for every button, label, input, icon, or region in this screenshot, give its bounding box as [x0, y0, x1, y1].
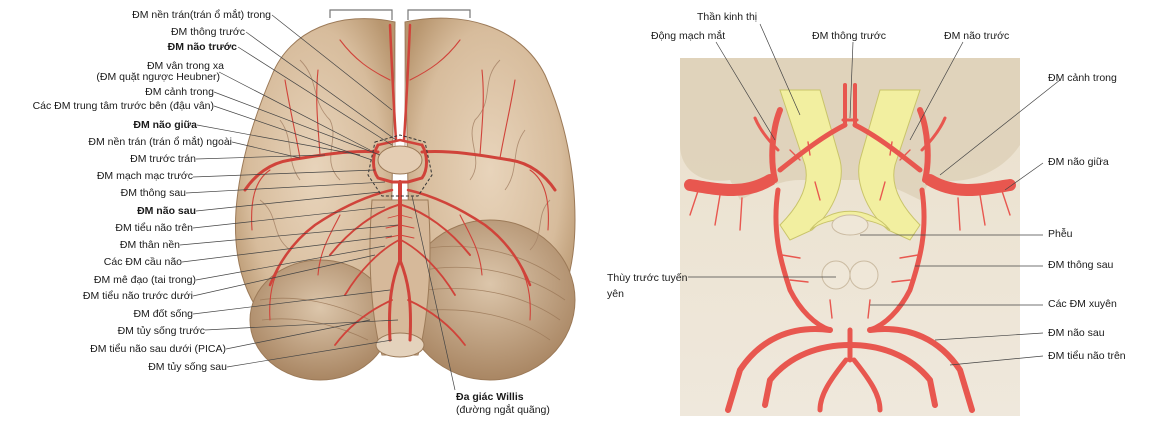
label-canh-trong: ĐM cảnh trong [145, 86, 214, 98]
label-than-kinh-thi: Thần kinh thị [697, 11, 757, 23]
label-thuy-truoc-1: Thùy trước tuyến [607, 272, 687, 284]
label-nen-tran-ngoai: ĐM nền trán (trán ổ mắt) ngoài [88, 136, 232, 148]
label-xuyen: Các ĐM xuyên [1048, 298, 1117, 310]
label-dot-song: ĐM đốt sống [133, 308, 193, 320]
label-nao-truoc: ĐM não trước [168, 41, 237, 53]
label-mach-mac-truoc: ĐM mạch mạc trước [97, 170, 193, 182]
optic-chiasm [378, 146, 422, 174]
label-heubner: (ĐM quặt ngược Heubner) [96, 71, 220, 83]
label-trung-tam-truoc-ben: Các ĐM trung tâm trước bên (đậu vân) [33, 100, 214, 112]
label-willis-sub: (đường ngắt quãng) [456, 404, 550, 416]
label-thuy-truoc-2: yên [607, 288, 624, 300]
label-dong-mach-mat: Động mạch mắt [651, 30, 725, 42]
label-r-thong-sau: ĐM thông sau [1048, 259, 1113, 271]
label-r-tieu-nao-tren: ĐM tiểu não trên [1048, 350, 1126, 362]
label-willis-title: Đa giác Willis [456, 391, 524, 403]
label-pheu: Phễu [1048, 228, 1073, 240]
label-tuy-song-truoc: ĐM tủy sống trước [118, 325, 205, 337]
label-r-canh-trong: ĐM cảnh trong [1048, 72, 1117, 84]
label-tieu-nao-tren: ĐM tiểu não trên [115, 222, 193, 234]
label-tuy-song-sau: ĐM tủy sống sau [148, 361, 227, 373]
label-thong-truoc: ĐM thông trước [171, 26, 245, 38]
label-nao-giua: ĐM não giữa [133, 119, 197, 131]
label-pica: ĐM tiểu não sau dưới (PICA) [90, 343, 226, 355]
label-cau-nao: Các ĐM cầu não [104, 256, 182, 268]
label-nen-tran-trong: ĐM nền trán(trán ổ mắt) trong [132, 9, 271, 21]
label-truoc-tran: ĐM trước trán [130, 153, 196, 165]
label-r-nao-sau: ĐM não sau [1048, 327, 1105, 339]
label-nao-sau: ĐM não sau [137, 205, 196, 217]
label-r-nao-giua: ĐM não giữa [1048, 156, 1109, 168]
label-than-nen: ĐM thân nền [120, 239, 180, 251]
label-r-thong-truoc: ĐM thông trước [812, 30, 886, 42]
label-r-nao-truoc: ĐM não trước [944, 30, 1009, 42]
label-me-dao: ĐM mê đạo (tai trong) [94, 274, 196, 286]
label-thong-sau: ĐM thông sau [121, 187, 186, 199]
label-tieu-nao-truoc-duoi: ĐM tiểu não trước dưới [83, 290, 193, 302]
